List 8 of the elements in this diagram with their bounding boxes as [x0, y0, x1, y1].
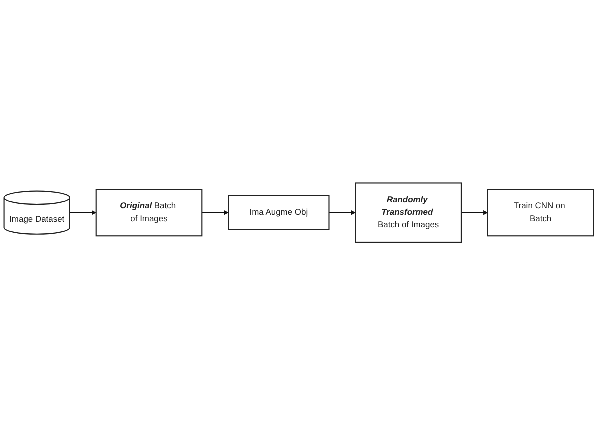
arrow: [461, 210, 488, 216]
arrow: [70, 210, 97, 216]
arrow: [202, 210, 229, 216]
node-box: Ima Augme Obj: [228, 196, 330, 230]
node-box: Train CNN on Batch: [487, 189, 594, 237]
node-box: Original Batch of Images: [96, 189, 203, 237]
arrow: [329, 210, 356, 216]
node-box: Randomly Transformed Batch of Images: [355, 182, 462, 244]
